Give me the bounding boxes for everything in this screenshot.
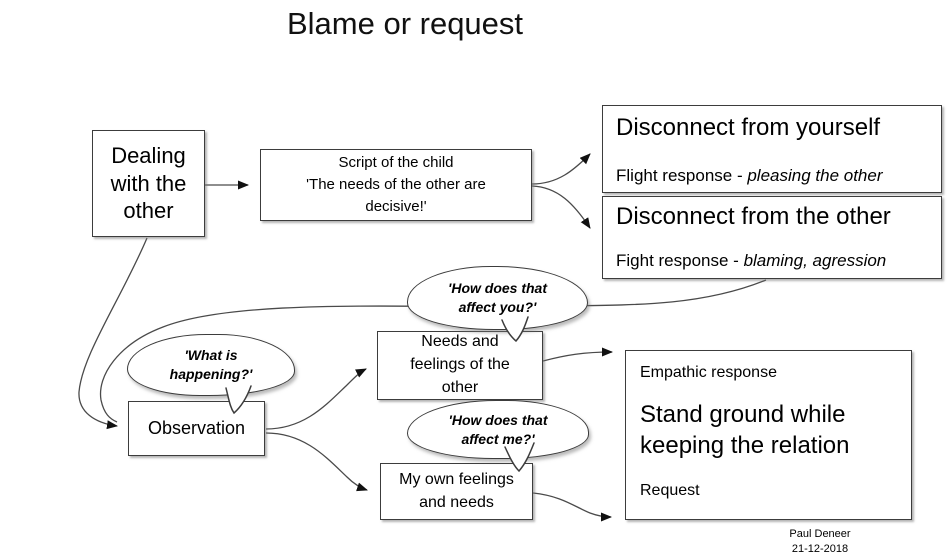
arrow-script-to-disconnect-other [531,185,591,229]
speech-bubble-how-does-that-affect-me: 'How does that affect me?' [407,400,589,459]
arrow-observation-to-myown [265,432,368,492]
node-text: Script of the child [338,154,454,172]
subtitle-prefix: Flight response - [616,165,748,185]
bubble-text: happening?' [169,366,253,382]
node-text: other [123,198,174,224]
node-text: Observation [147,418,246,438]
speech-bubble-how-does-that-affect-you: 'How does that affect you?' [407,266,588,330]
node-my-own-feelings-and-needs: My own feelings and needs [380,463,533,520]
bubble-text: 'How does that [448,280,547,297]
node-text: 'The needs of the other are [306,176,486,194]
speech-bubble-what-is-happening: 'What is happening?' [127,334,295,396]
node-main-text: Stand ground while keeping the relation [640,401,850,460]
subtitle-italic: pleasing the other [747,165,883,185]
bubble-text: affect you?' [458,299,537,315]
node-text: decisive!' [365,197,427,215]
node-empathic-response: Empathic response Stand ground while kee… [625,350,912,520]
author-credit: Paul Deneer 21-12-2018 [765,527,875,557]
node-footer-text: Request [640,482,700,500]
subtitle-italic: blaming, agression [743,250,887,270]
node-title: Disconnect from yourself [616,114,881,141]
node-text: My own feelings [399,470,514,488]
arrow-dealing-to-observation [78,237,148,430]
node-text: Dealing [111,142,186,168]
node-text: feelings of the [410,356,510,374]
bubble-text: 'What is [184,347,238,364]
node-disconnect-from-the-other: Disconnect from the other Fight response… [602,196,942,279]
bubble-text: affect me?' [461,430,535,447]
node-heading: Empathic response [640,364,777,381]
page-title: Blame or request [286,6,524,41]
node-script-of-the-child: Script of the child 'The needs of the ot… [260,149,532,221]
arrow-script-to-disconnect-yourself [531,153,591,185]
node-title: Disconnect from the other [616,203,891,230]
node-subtitle: Flight response - pleasing the other [616,166,928,186]
node-needs-and-feelings-of-the-other: Needs and feelings of the other [377,331,543,400]
node-text: with the [110,170,187,196]
credit-date: 21-12-2018 [791,542,849,555]
arrow-myown-to-empathic [532,492,612,522]
node-dealing-with-other: Dealing with the other [92,130,205,237]
arrow-needs-to-empathic [542,347,613,362]
node-disconnect-from-yourself: Disconnect from yourself Flight response… [602,105,942,193]
node-observation: Observation [128,401,265,456]
bubble-text: 'How does that [448,411,548,428]
node-subtitle: Fight response - blaming, agression [616,251,928,271]
node-text: other [441,378,479,396]
node-text: Needs and [421,333,499,351]
node-text: and needs [419,493,494,511]
author-name: Paul Deneer [789,528,851,540]
subtitle-prefix: Fight response - [616,250,744,270]
